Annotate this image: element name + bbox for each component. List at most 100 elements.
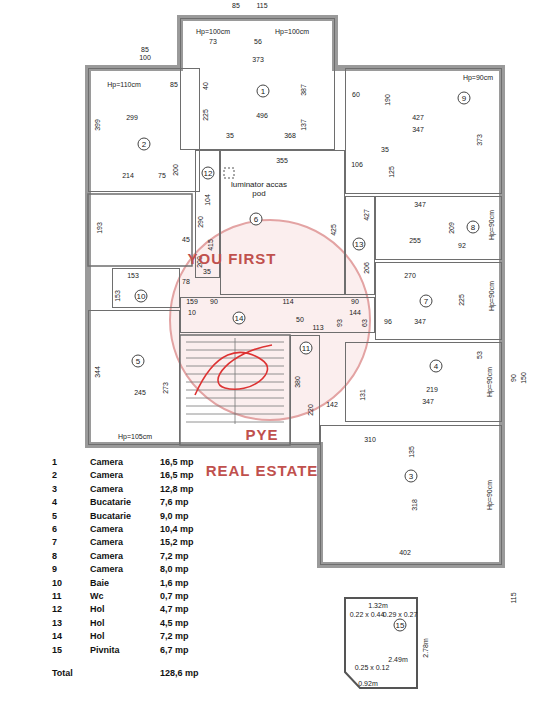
table-cell: 0,7 mp [160,591,189,601]
room-number: 14 [233,312,246,325]
table-cell: 9 [52,564,57,574]
dimension-label: 190 [384,94,392,106]
dimension-label: 318 [411,499,419,511]
dimension-label: 100 [139,54,151,62]
dimension-label: 206 [363,262,371,274]
closet-outline [88,194,192,266]
dimension-label: Hp=90cm [486,480,494,510]
dimension-label: 0.29 x 0.27 [383,611,418,619]
dimension-label: 373 [476,134,484,146]
table-cell: Total [52,668,73,678]
room-outline: 2 [88,68,200,192]
room-number: 10 [135,290,148,303]
dimension-label: 425 [330,224,338,236]
table-cell: 128,6 mp [160,668,199,678]
dimension-label: 96 [384,318,392,326]
dimension-label: 347 [414,201,426,209]
dimension-label: 347 [412,126,424,134]
table-cell: 8,0 mp [160,564,189,574]
dimension-label: Hp=90cm [488,281,496,311]
dimension-label: 113 [312,324,323,332]
dimension-label: Hp=100cm [275,28,309,36]
table-cell: Camera [90,537,123,547]
table-cell: Bucatarie [90,511,131,521]
dimension-label: Hp=110cm [107,81,141,89]
dimension-label: 220 [307,404,315,416]
table-cell: 15,2 mp [160,537,194,547]
dimension-label: 115 [510,592,518,603]
dimension-label: 93 [336,319,344,327]
dimension-label: 496 [256,112,268,120]
dimension-label: 144 [349,309,361,317]
table-cell: 10,4 mp [160,524,194,534]
dimension-label: Hp=90cm [488,210,496,240]
table-cell: 7 [52,537,57,547]
dimension-label: 85 [141,46,149,54]
dimension-label: 135 [408,446,416,458]
dimension-label: 387 [300,84,308,96]
room-number: 1 [257,85,270,98]
table-cell: 10 [52,578,62,588]
table-cell: 9,0 mp [160,511,189,521]
table-cell: 4,5 mp [160,618,189,628]
table-cell: 8 [52,551,57,561]
stair-outline [180,335,290,445]
table-cell: 7,2 mp [160,551,189,561]
dimension-label: 90 [510,374,518,382]
dimension-label: 402 [399,549,411,557]
dimension-label: 427 [412,114,424,122]
table-cell: Camera [90,524,123,534]
watermark-text: PYE [245,426,278,443]
room-number: 15 [394,619,407,632]
dimension-label: 373 [252,56,264,64]
dimension-label: 104 [204,194,212,206]
table-cell: 4,7 mp [160,604,189,614]
dimension-label: 225 [458,294,466,306]
table-cell: 1,6 mp [160,578,189,588]
room-outline: 11 [290,335,320,445]
dimension-label: 290 [197,216,205,228]
table-cell: 7,2 mp [160,631,189,641]
table-cell: 4 [52,497,57,507]
room-number: 9 [458,92,471,105]
dimension-label: 56 [254,38,262,46]
dimension-label: 106 [351,161,363,169]
table-cell: Baie [90,578,109,588]
dimension-label: 344 [94,366,102,378]
table-cell: 5 [52,511,57,521]
room-outline: 14 [180,297,375,333]
dimension-label: 85 [232,2,240,10]
table-cell: 3 [52,484,57,494]
dimension-label: Hp=90cm [486,367,494,397]
room-number: 5 [132,355,145,368]
dimension-label: 35 [381,146,389,154]
room-number: 12 [202,167,215,180]
dimension-label: 200 [172,164,180,176]
dimension-label: 115 [256,2,267,10]
table-cell: Camera [90,564,123,574]
dimension-label: 35 [203,268,211,276]
room-number: 4 [430,360,443,373]
dimension-label: 60 [352,91,360,99]
dimension-label: 73 [209,38,217,46]
table-cell: 12 [52,604,62,614]
dimension-label: 92 [458,242,466,250]
table-cell: Camera [90,551,123,561]
room-number: 2 [138,138,151,151]
dimension-label: 245 [134,389,146,397]
dimension-label: 299 [126,114,138,122]
dimension-label: 10 [188,309,196,317]
dimension-label: 53 [476,351,484,359]
dimension-label: 347 [414,318,426,326]
dimension-label: 310 [364,436,376,444]
dimension-label: 75 [158,172,166,180]
table-cell: 6 [52,524,57,534]
dimension-label: 209 [448,222,456,234]
dimension-label: 1.32m [368,602,387,610]
room-outline: 10 [112,268,180,308]
dimension-label: 137 [300,119,308,131]
room-outline: 7 [375,262,502,340]
table-cell: Pivnita [90,645,120,655]
stair-steps [186,338,284,424]
